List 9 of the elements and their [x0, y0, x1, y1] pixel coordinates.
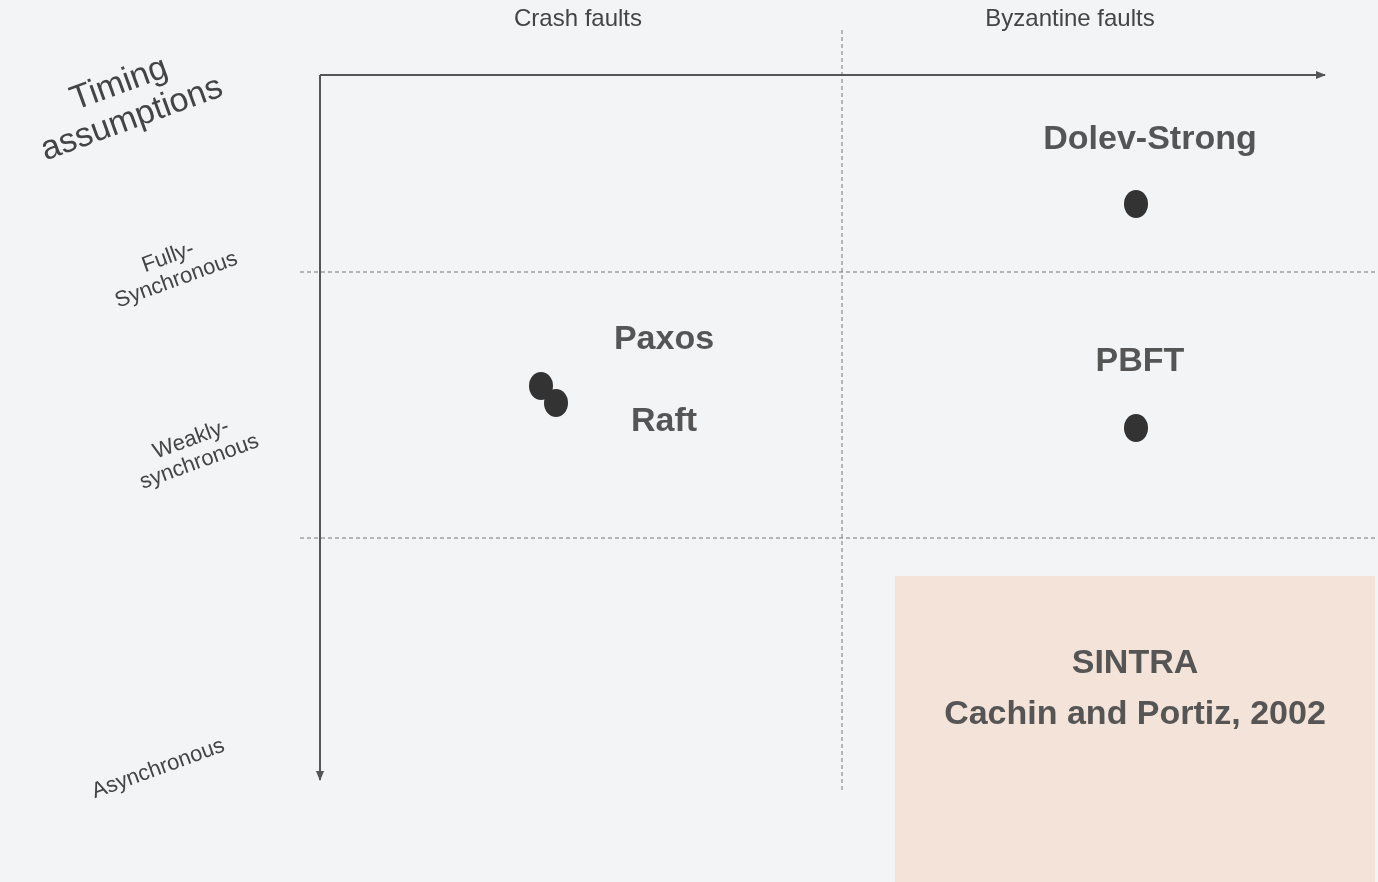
citation-text: Cachin and Portiz, 2002	[944, 692, 1326, 733]
protocol-label: Raft	[630, 401, 698, 439]
column-heading: Crash faults	[513, 4, 643, 32]
protocol-label: Paxos	[613, 319, 715, 357]
protocol-label: PBFT	[1095, 341, 1185, 379]
protocol-label: Dolev-Strong	[1043, 119, 1257, 157]
highlight-panel	[895, 576, 1375, 882]
column-heading: Byzantine faults	[985, 4, 1155, 32]
protocol-name: SINTRA	[1071, 641, 1199, 682]
